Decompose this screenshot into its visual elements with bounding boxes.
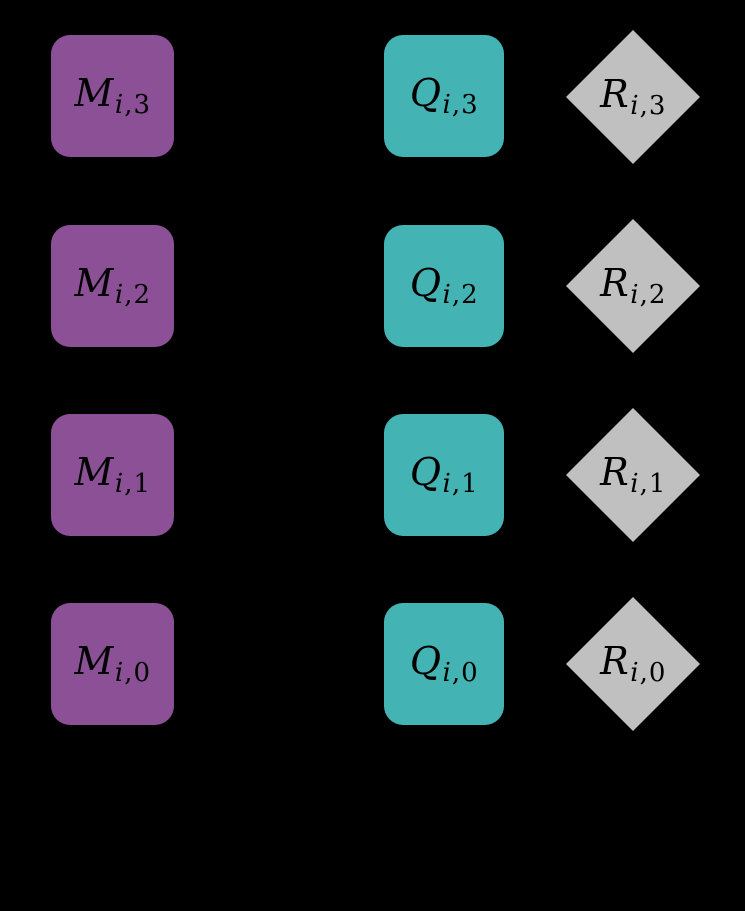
- subscript-var: i: [114, 90, 124, 121]
- node-label: Ri,2: [600, 264, 666, 309]
- label-base: M: [74, 70, 114, 115]
- subscript-separator: ,: [124, 658, 133, 689]
- node-result-2[interactable]: Ri,2: [566, 219, 700, 353]
- label-base: M: [74, 449, 114, 494]
- node-memory-3[interactable]: Mi,3: [51, 35, 174, 157]
- label-base: M: [74, 638, 114, 683]
- subscript-separator: ,: [124, 90, 133, 121]
- label-subscript: i,0: [114, 658, 151, 688]
- node-label: Qi,1: [410, 453, 478, 498]
- subscript-var: i: [114, 469, 124, 500]
- label-base: Q: [409, 638, 442, 683]
- node-label: Qi,0: [410, 642, 478, 687]
- node-label: Mi,1: [74, 453, 150, 498]
- label-base: Q: [409, 260, 442, 305]
- label-subscript: i,1: [442, 469, 479, 499]
- label-subscript: i,3: [114, 90, 151, 120]
- subscript-separator: ,: [639, 469, 649, 500]
- node-query-0[interactable]: Qi,0: [384, 603, 504, 725]
- node-memory-0[interactable]: Mi,0: [51, 603, 174, 725]
- label-base: R: [600, 260, 630, 305]
- label-subscript: i,2: [442, 280, 479, 310]
- subscript-index: 1: [133, 469, 151, 500]
- label-base: Q: [409, 70, 442, 115]
- subscript-index: 2: [648, 280, 666, 311]
- subscript-index: 0: [461, 658, 479, 689]
- subscript-index: 1: [461, 469, 479, 500]
- label-subscript: i,3: [629, 91, 666, 121]
- label-subscript: i,2: [114, 280, 151, 310]
- subscript-separator: ,: [639, 658, 649, 689]
- node-memory-2[interactable]: Mi,2: [51, 225, 174, 347]
- subscript-separator: ,: [639, 280, 649, 311]
- node-label: Ri,3: [600, 75, 666, 120]
- label-base: R: [600, 449, 630, 494]
- node-label: Mi,2: [74, 264, 150, 309]
- subscript-var: i: [442, 280, 452, 311]
- subscript-separator: ,: [124, 469, 133, 500]
- subscript-var: i: [630, 280, 640, 311]
- subscript-var: i: [630, 469, 640, 500]
- node-query-2[interactable]: Qi,2: [384, 225, 504, 347]
- subscript-index: 3: [133, 90, 151, 121]
- node-label: Qi,3: [410, 74, 478, 119]
- subscript-var: i: [114, 280, 124, 311]
- subscript-var: i: [442, 469, 452, 500]
- subscript-index: 2: [461, 280, 479, 311]
- label-base: M: [74, 260, 114, 305]
- subscript-index: 0: [648, 658, 666, 689]
- label-base: R: [600, 638, 630, 683]
- subscript-var: i: [442, 658, 452, 689]
- subscript-separator: ,: [451, 280, 461, 311]
- label-subscript: i,1: [114, 469, 151, 499]
- subscript-var: i: [630, 658, 640, 689]
- subscript-index: 3: [461, 90, 479, 121]
- subscript-index: 2: [133, 280, 151, 311]
- subscript-separator: ,: [451, 658, 461, 689]
- node-label: Ri,0: [600, 642, 666, 687]
- subscript-separator: ,: [124, 280, 133, 311]
- subscript-separator: ,: [639, 91, 649, 122]
- subscript-index: 3: [648, 91, 666, 122]
- label-base: Q: [409, 449, 442, 494]
- node-label: Ri,1: [600, 453, 666, 498]
- subscript-index: 0: [133, 658, 151, 689]
- label-subscript: i,0: [442, 658, 479, 688]
- subscript-index: 1: [648, 469, 666, 500]
- node-result-3[interactable]: Ri,3: [566, 30, 700, 164]
- label-subscript: i,0: [629, 658, 666, 688]
- subscript-separator: ,: [451, 469, 461, 500]
- node-query-1[interactable]: Qi,1: [384, 414, 504, 536]
- node-label: Mi,3: [74, 74, 150, 119]
- subscript-separator: ,: [451, 90, 461, 121]
- node-memory-1[interactable]: Mi,1: [51, 414, 174, 536]
- subscript-var: i: [114, 658, 124, 689]
- node-result-1[interactable]: Ri,1: [566, 408, 700, 542]
- label-subscript: i,1: [629, 469, 666, 499]
- subscript-var: i: [630, 91, 640, 122]
- label-subscript: i,2: [629, 280, 666, 310]
- subscript-var: i: [442, 90, 452, 121]
- node-label: Qi,2: [410, 264, 478, 309]
- node-result-0[interactable]: Ri,0: [566, 597, 700, 731]
- node-query-3[interactable]: Qi,3: [384, 35, 504, 157]
- label-subscript: i,3: [442, 90, 479, 120]
- node-label: Mi,0: [74, 642, 150, 687]
- label-base: R: [600, 71, 630, 116]
